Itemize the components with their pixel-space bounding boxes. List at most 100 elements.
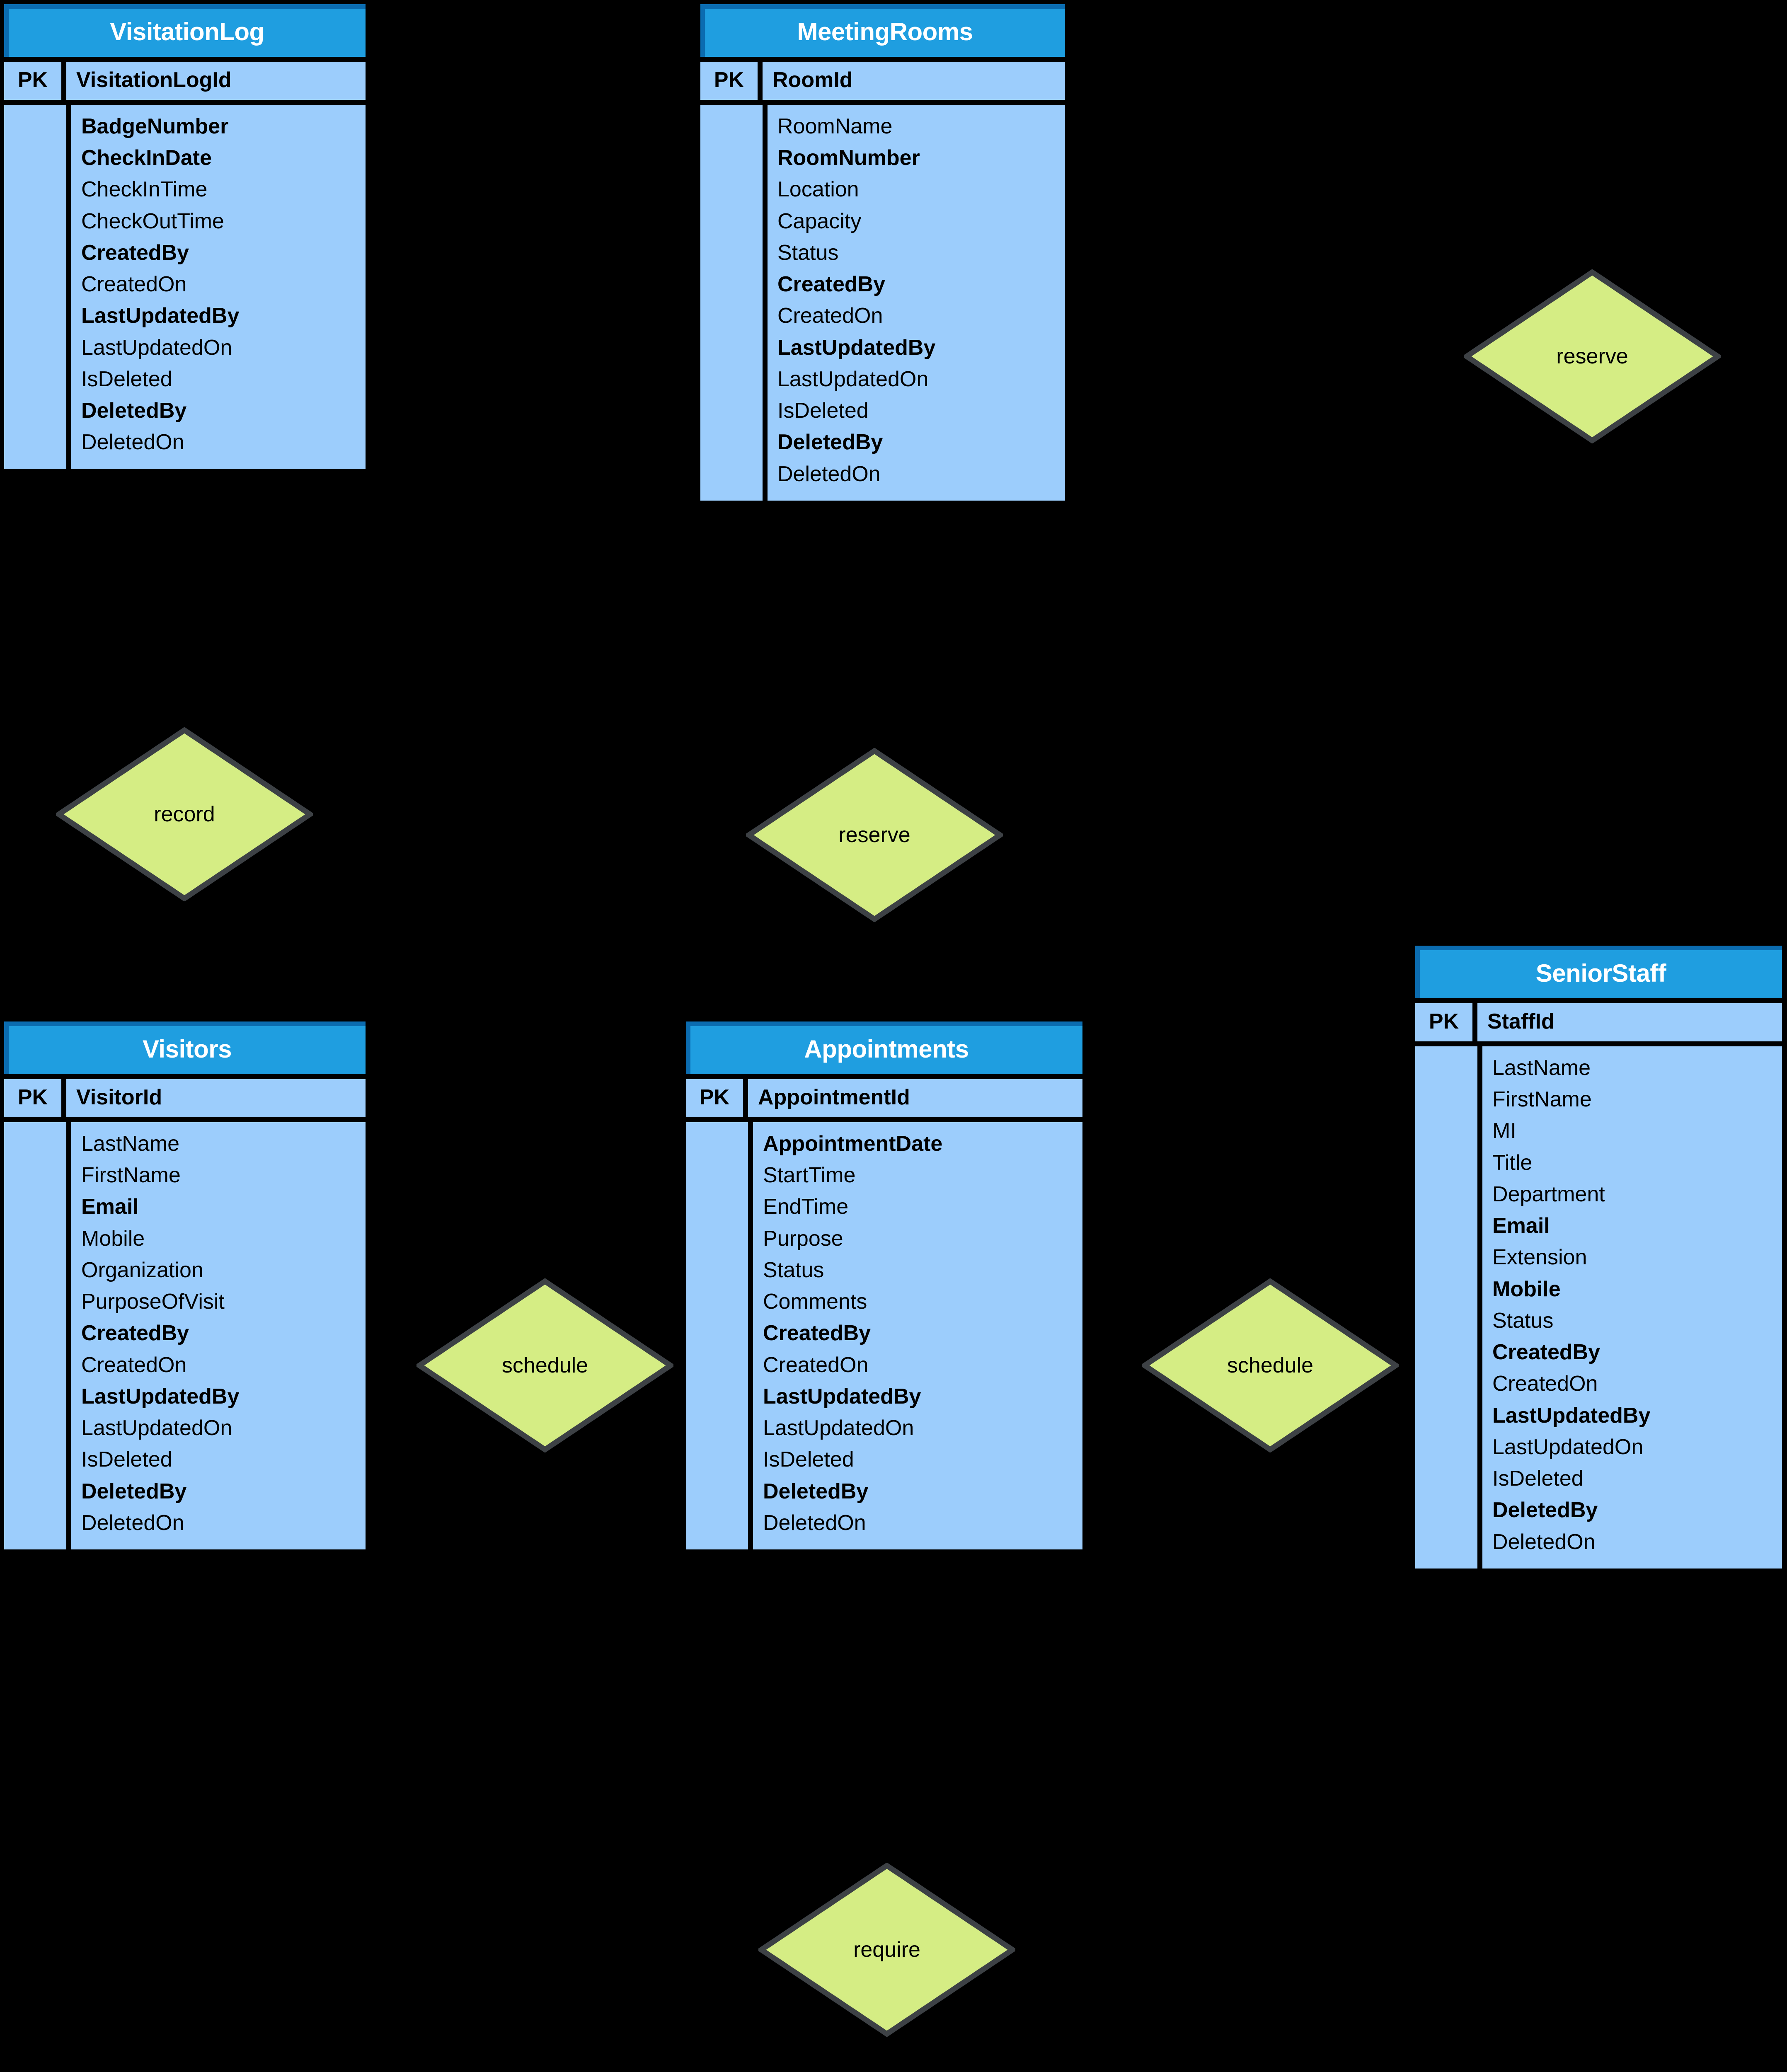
diamond-shape	[56, 727, 313, 901]
diamond-shape	[758, 1863, 1015, 2037]
attribute-item: DeletedOn	[763, 1510, 866, 1535]
primary-key-label: PK	[686, 1079, 748, 1117]
primary-key-row: PK AppointmentId	[686, 1079, 1082, 1122]
diamond-shape	[416, 1278, 673, 1452]
attribute-item: CheckOutTime	[81, 209, 224, 233]
primary-key-attribute: AppointmentId	[758, 1085, 910, 1109]
attribute-item: Organization	[81, 1258, 203, 1282]
attribute-item: Email	[1492, 1214, 1550, 1238]
attribute-item: Mobile	[1492, 1277, 1561, 1301]
attribute-item: DeletedBy	[1492, 1498, 1598, 1523]
diamond-shape	[746, 748, 1003, 922]
attribute-item: LastUpdatedOn	[81, 1416, 232, 1440]
primary-key-attribute: StaffId	[1487, 1009, 1555, 1034]
relationship-reserve-right[interactable]: reserve	[1464, 269, 1721, 443]
attribute-item: LastUpdatedBy	[763, 1384, 921, 1409]
attribute-item: CreatedBy	[1492, 1340, 1601, 1365]
entity-title-visitors: Visitors	[4, 1021, 366, 1074]
attribute-item: CreatedBy	[777, 272, 886, 297]
attribute-item: AppointmentDate	[763, 1132, 943, 1156]
attribute-item: CreatedBy	[763, 1321, 871, 1346]
attribute-item: DeletedOn	[777, 462, 881, 486]
attribute-item: LastUpdatedOn	[763, 1416, 914, 1440]
attribute-item: DeletedOn	[81, 430, 184, 455]
entity-title-appointments: Appointments	[686, 1021, 1082, 1074]
attribute-item: Mobile	[81, 1226, 145, 1251]
attribute-item: DeletedBy	[777, 430, 883, 455]
attribute-item: LastUpdatedBy	[777, 335, 936, 360]
attribute-item: DeletedBy	[81, 399, 187, 423]
primary-key-row: PK RoomId	[700, 62, 1065, 105]
attribute-item: BadgeNumber	[81, 114, 229, 138]
attribute-item: RoomNumber	[777, 146, 920, 170]
attribute-item: IsDeleted	[777, 399, 869, 423]
attribute-item: IsDeleted	[1492, 1467, 1584, 1491]
key-column-spacer	[700, 105, 768, 501]
attribute-item: PurposeOfVisit	[81, 1290, 225, 1314]
attribute-item: LastUpdatedBy	[81, 304, 240, 328]
relationship-record[interactable]: record	[56, 727, 313, 901]
attribute-item: DeletedBy	[763, 1479, 869, 1503]
attribute-item: LastName	[81, 1132, 179, 1156]
attribute-item: IsDeleted	[763, 1447, 854, 1472]
attribute-item: RoomName	[777, 114, 893, 138]
attribute-item: CheckInDate	[81, 146, 212, 170]
attribute-item: CreatedBy	[81, 1321, 189, 1346]
attribute-item: LastUpdatedOn	[81, 335, 232, 360]
primary-key-attribute: VisitationLogId	[76, 68, 232, 92]
attribute-item: LastUpdatedBy	[81, 1384, 240, 1409]
attribute-item: Capacity	[777, 209, 862, 233]
entity-title-meetingrooms: MeetingRooms	[700, 4, 1065, 57]
attribute-item: IsDeleted	[81, 1447, 172, 1472]
attribute-item: Title	[1492, 1150, 1533, 1175]
attribute-item: CreatedBy	[81, 240, 189, 265]
attribute-item: LastUpdatedOn	[1492, 1435, 1644, 1459]
attribute-item: Email	[81, 1195, 139, 1219]
attribute-item: LastName	[1492, 1056, 1591, 1080]
attribute-item: DeletedBy	[81, 1479, 187, 1503]
primary-key-label: PK	[1415, 1003, 1477, 1041]
key-column-spacer	[4, 105, 71, 469]
attribute-item: FirstName	[81, 1163, 181, 1188]
attribute-item: Status	[1492, 1308, 1554, 1333]
entity-title-visitationlog: VisitationLog	[4, 4, 366, 57]
primary-key-label: PK	[700, 62, 763, 100]
diamond-shape	[1142, 1278, 1399, 1452]
attribute-item: Department	[1492, 1182, 1605, 1206]
relationship-schedule-left[interactable]: schedule	[416, 1278, 673, 1452]
attribute-item: CreatedOn	[81, 272, 187, 297]
attribute-item: CreatedOn	[1492, 1372, 1598, 1396]
relationship-schedule-right[interactable]: schedule	[1142, 1278, 1399, 1452]
attribute-item: CreatedOn	[763, 1353, 869, 1377]
attribute-item: Purpose	[763, 1226, 843, 1251]
primary-key-attribute: RoomId	[772, 68, 853, 92]
diamond-shape	[1464, 269, 1721, 443]
attribute-item: EndTime	[763, 1195, 849, 1219]
key-column-spacer	[1415, 1046, 1482, 1569]
relationship-reserve-top[interactable]: reserve	[746, 748, 1003, 922]
primary-key-row: PK StaffId	[1415, 1003, 1782, 1046]
attribute-item: Status	[763, 1258, 824, 1282]
attribute-item: DeletedOn	[81, 1510, 184, 1535]
relationship-require-center[interactable]: require	[758, 1863, 1015, 2037]
attribute-item: FirstName	[1492, 1087, 1592, 1112]
